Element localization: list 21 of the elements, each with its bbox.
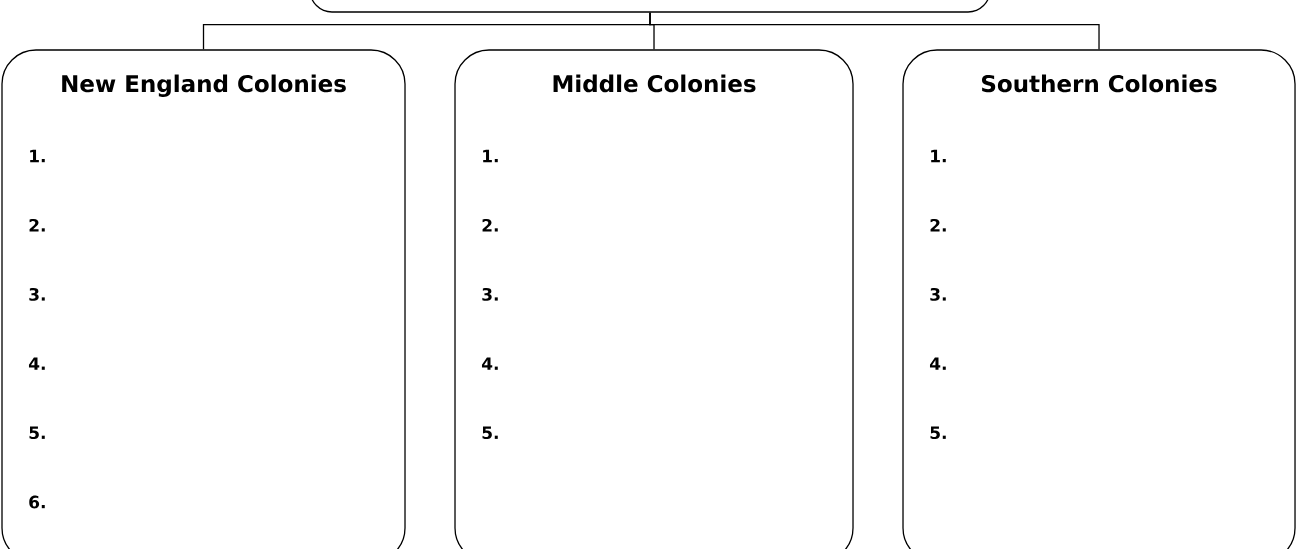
list-number: 4. [482,357,498,370]
list-number: 1. [30,149,45,163]
column-heading: Southern Colonies [982,74,1217,93]
list-number: 5. [29,426,45,440]
list-number: 1. [931,149,946,163]
list-number: 3. [29,287,45,301]
list-number: 2. [482,218,498,232]
list-number: 4. [930,357,946,370]
list-number: 2. [29,218,45,232]
column-heading: Middle Colonies [553,74,756,93]
list-number: 3. [930,287,946,301]
title-box [309,0,991,13]
list-number: 2. [930,218,946,232]
connector-line [649,12,1100,50]
list-number: 5. [482,426,498,440]
list-number: 3. [482,287,498,301]
list-number: 5. [930,426,946,440]
list-number: 4. [28,357,45,370]
column-heading: New England Colonies [62,74,346,97]
list-number: 1. [483,149,498,163]
list-number: 6. [29,495,45,509]
